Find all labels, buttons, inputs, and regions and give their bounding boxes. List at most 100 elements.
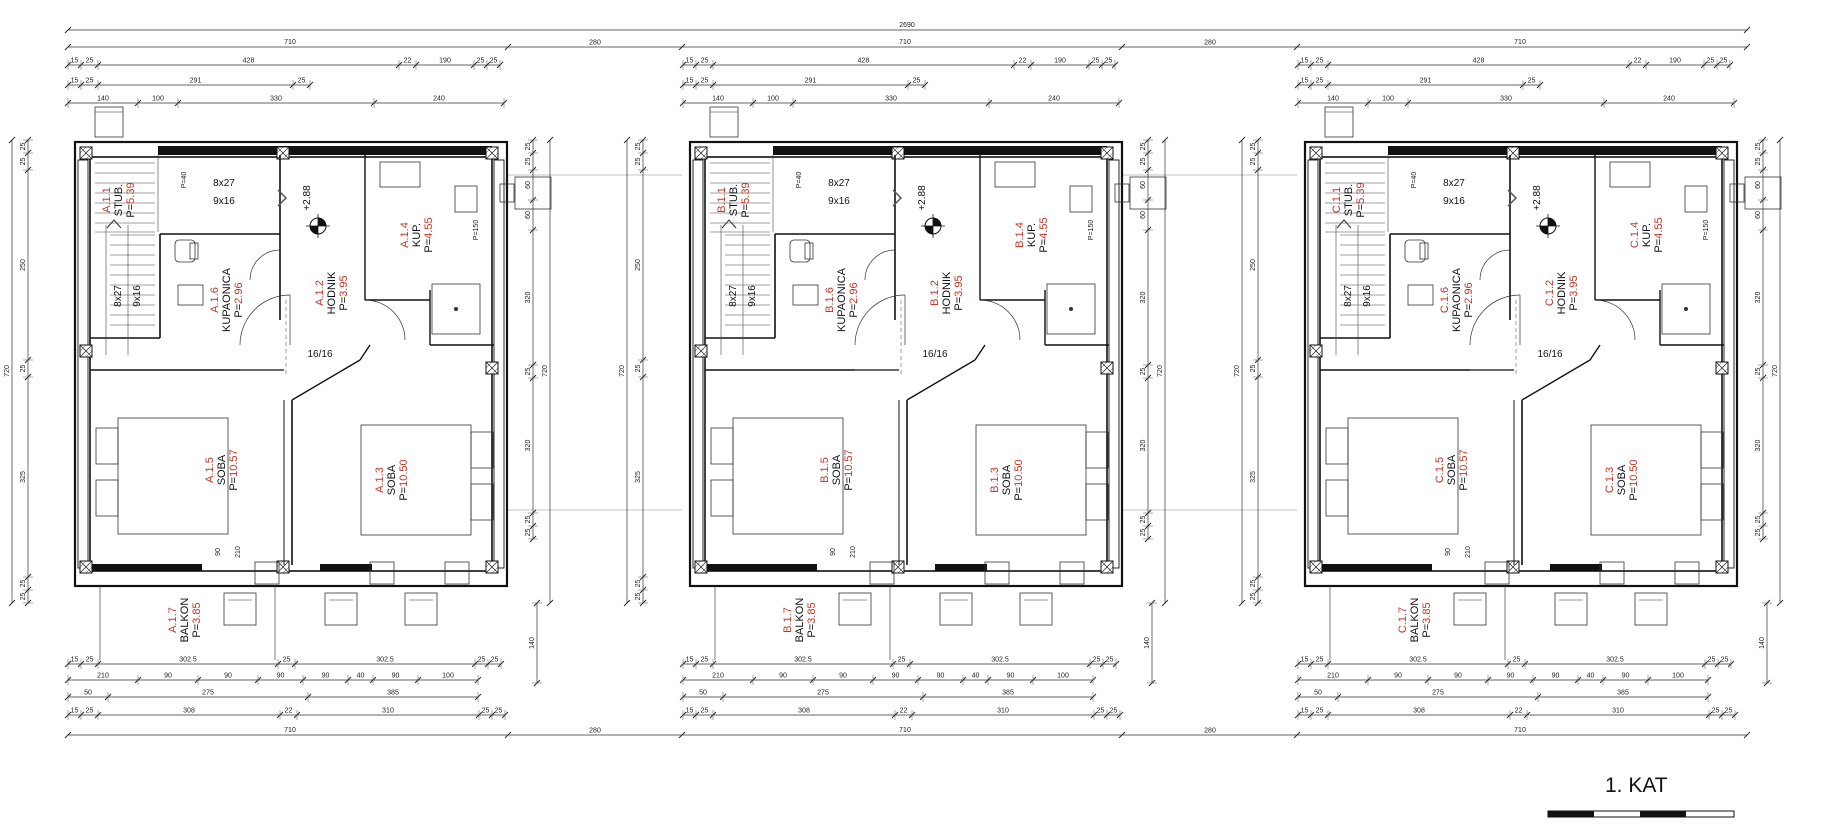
dimension-text: 291 [805,78,817,85]
dimension-tick [623,136,631,144]
column [1100,361,1114,375]
room-code: B.1.1 [716,187,728,213]
dimension-text: 25 [701,657,709,664]
column-hatch [1506,146,1520,160]
dimension-text: 90 [892,673,900,680]
column [694,560,708,574]
room-code: C.1.4 [1629,222,1641,248]
column [79,146,93,160]
column [1506,146,1520,160]
unit-total-bottom: 710 [1514,727,1526,734]
left-total-dimension: 720 [619,365,626,377]
dimension-text: 325 [635,471,642,483]
column-hatch [1100,146,1114,160]
dimension-text: 25 [1755,529,1762,537]
room-area: P=4.55 [1038,217,1050,252]
bed-icon [360,424,472,536]
dimension-text: 90 [1552,673,1560,680]
stairs [710,155,903,355]
toilet-tank [804,242,814,260]
dimension-text: 302.5 [376,657,394,664]
column-hatch [1512,152,1520,160]
dimension-text: 25 [1513,657,1521,664]
column [276,146,290,160]
column-hatch [891,146,899,154]
dimension-text: 25 [1093,657,1101,664]
dimension-text: 25 [1720,58,1728,65]
dimension-tick [678,43,686,51]
door-swing [1469,294,1521,346]
level-marker-fill [310,226,318,234]
room-area-prefix: P= [1568,297,1580,311]
column-hatch [1309,560,1317,568]
column-hatch [694,344,702,352]
level-marker-fill [1548,218,1556,226]
room-code: A.1.1 [101,187,113,213]
room-code: C.1.3 [1604,467,1616,493]
column [485,146,499,160]
stair-arrow-grey [892,189,903,207]
column-hatch [79,146,87,154]
balcony-planter [1554,592,1588,626]
dimension-text: 428 [243,58,255,65]
column-hatch [700,152,708,160]
plan-title: 1. KAT [1605,774,1668,797]
dimension-text: 140 [1327,96,1339,103]
stair-label-top: 8x27 [1443,178,1465,189]
dimension-text: 302.5 [1606,657,1624,664]
door-swing [249,249,281,281]
column-hatch [1512,566,1520,574]
dimension-text: 25 [1140,158,1147,166]
room-area-prefix: P= [1463,304,1475,318]
gap-dimension: 280 [589,728,601,735]
dimension-text: 50 [699,690,707,697]
dimension-tick [1118,731,1126,739]
room-area-prefix: P= [843,477,855,491]
room-area-value: 10.50 [398,459,410,487]
dimension-text: 60 [525,211,532,219]
dimension-text: 310 [382,708,394,715]
facade-box-small [1114,183,1130,203]
column [1309,146,1323,160]
stair-arrow-grey [277,189,288,207]
left-total: 720 [1234,136,1246,607]
column-hatch [276,146,290,160]
stair-label-bottom: 9x16 [1443,196,1465,207]
door-mark-text: 16/16 [1537,349,1562,360]
dimension-text: 100 [442,673,454,680]
dimension-tick [1238,599,1246,607]
right-total-dimension: 720 [1772,365,1779,377]
title-block: 1. KAT [1547,774,1735,818]
room-code: A.1.3 [374,467,386,493]
column [1715,146,1729,160]
room-area-value: 3.95 [1568,275,1580,296]
dimension-text: 25 [525,143,532,151]
stair-label-side: 9x16 [747,285,758,307]
window-box [369,561,395,585]
room-area-value: 10.57 [228,449,240,477]
dimension-text: 25 [1250,365,1257,373]
room-area-value: 3.95 [338,275,350,296]
column-hatch [282,152,290,160]
column-hatch [1106,566,1114,574]
dimension-text: 310 [1612,708,1624,715]
unit-total-top: 710 [1298,39,1738,48]
dimension-text: 250 [1250,259,1257,271]
dimension-tick [1161,599,1169,607]
dimension-text: 15 [71,78,79,85]
dimension-tick [1743,26,1751,34]
dimension-text: 385 [1002,690,1014,697]
dimension-text: 90 [1454,673,1462,680]
room-area-value: 4.55 [1038,217,1050,238]
dimension-text: 15 [71,58,79,65]
dimension-text: 302.5 [179,657,197,664]
